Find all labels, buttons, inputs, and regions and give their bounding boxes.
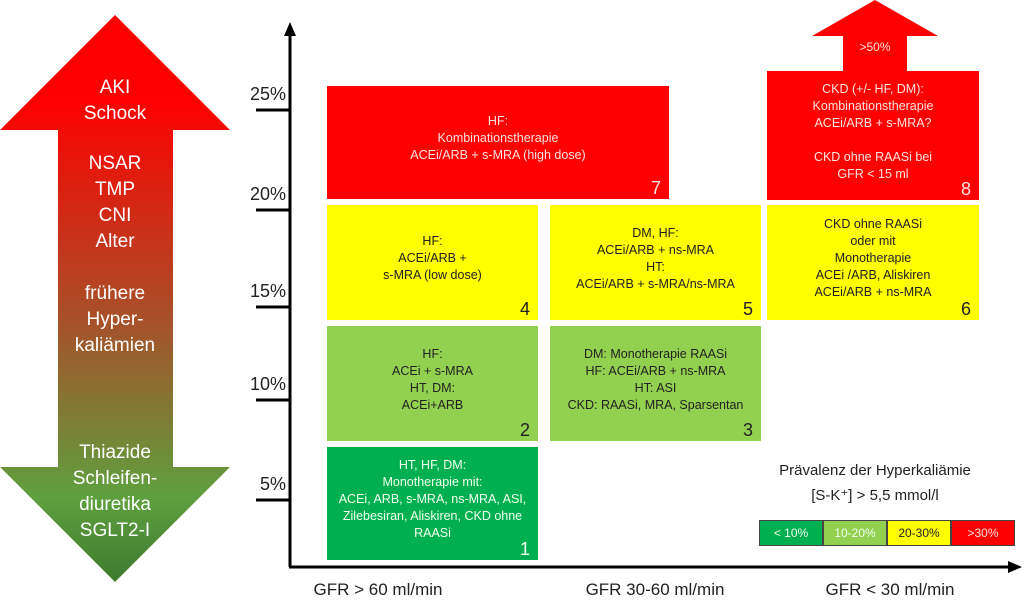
arrow-line: TMP	[94, 179, 136, 200]
box-text-line: RAASi	[414, 526, 451, 540]
left-arrow-down-text: Thiazide Schleifen- diuretika SGLT2-I	[30, 440, 200, 544]
arrow-line: Hyper-	[86, 309, 144, 330]
legend-subtitle: [S-K⁺] > 5,5 mmol/l	[811, 487, 939, 504]
y-axis-arrowhead	[284, 22, 296, 36]
arrow-line: Schock	[83, 103, 147, 124]
box-text-line: HF:	[422, 346, 443, 361]
box-number: 4	[519, 299, 530, 319]
box-text-line: Monotherapie mit:	[382, 475, 483, 489]
box-number: 2	[519, 420, 530, 440]
box-4: HF: ACEi/ARB + s-MRA (low dose) 4	[327, 205, 538, 320]
y-tick-label: 25%	[249, 84, 286, 104]
arrow-line: kaliämien	[74, 335, 156, 356]
top-arrow-label: >50%	[859, 40, 891, 54]
legend-title: Prävalenz der Hyperkaliämie [S-K⁺] > 5,5…	[740, 458, 1010, 508]
top-arrow-shape	[812, 0, 938, 72]
box-text-line: HT: ASI	[634, 380, 677, 395]
box-text-line: DM, HF:	[632, 225, 679, 240]
legend-item: 20-30%	[887, 520, 951, 546]
arrow-line: frühere	[84, 283, 146, 304]
box-text-line: ACEi, ARB, s-MRA, ns-MRA, ASI,	[338, 492, 527, 506]
box-text-line: Kombinationstherapie	[812, 98, 934, 113]
box-2: HF: ACEi + s-MRA HT, DM: ACEi+ARB 2	[327, 326, 538, 441]
box-text-line: ACEi/ARB + ns-MRA	[596, 242, 715, 257]
box-text-line: HT, HF, DM:	[398, 458, 467, 472]
arrow-line: Thiazide	[79, 442, 151, 463]
left-arrow-up-text: AKI Schock NSAR TMP CNI Alter frühere Hy…	[30, 75, 200, 359]
y-tick-label: 20%	[249, 184, 286, 204]
box-text-line: GFR < 15 ml	[837, 166, 909, 181]
box-text-line: ACEi + s-MRA	[392, 363, 473, 378]
box-number: 1	[519, 539, 530, 559]
box-text-line: CKD ohne RAASi	[824, 217, 922, 231]
box-text-line: HT, DM:	[409, 380, 456, 395]
arrow-line: diuretika	[79, 494, 151, 515]
box-number: 3	[742, 420, 753, 440]
box-text-line: Zilebesiran, Aliskiren, CKD ohne	[342, 509, 523, 523]
box-text-line: HF:	[487, 114, 509, 128]
risk-double-arrow	[0, 15, 230, 582]
box-text-line: HT:	[646, 259, 665, 274]
box-text-line: CKD: RAASi, MRA, Sparsentan	[567, 397, 744, 412]
x-label-gfr-over-60: GFR > 60 ml/min	[313, 580, 443, 599]
box-text-line: HF:	[422, 234, 443, 248]
x-axis-arrowhead	[1008, 561, 1022, 573]
box-text-line: HF: ACEi/ARB + ns-MRA	[585, 363, 726, 378]
arrow-line: NSAR	[88, 153, 142, 174]
y-ticks	[256, 108, 290, 502]
box-number: 5	[742, 299, 753, 319]
y-tick-label: 10%	[249, 374, 286, 394]
arrow-line: SGLT2-I	[79, 520, 151, 541]
box-number: 6	[960, 299, 971, 319]
x-label-gfr-30-60: GFR 30-60 ml/min	[585, 580, 725, 599]
box-text-line: s-MRA (low dose)	[383, 268, 482, 282]
box-text-line: ACEi/ARB + s-MRA (high dose)	[410, 148, 586, 162]
box-text-line: ACEi/ARB +	[398, 251, 467, 265]
box-text-line: ACEi/ARB + s-MRA?	[814, 115, 932, 130]
box-number: 8	[960, 179, 971, 199]
box-text-line: ACEi/ARB + ns-MRA	[814, 285, 932, 299]
y-tick-label: 5%	[259, 474, 286, 494]
arrow-line: CNI	[98, 205, 132, 226]
legend-item: 10-20%	[823, 520, 887, 546]
box-text-line: Monotherapie	[834, 251, 912, 265]
y-tick-label: 15%	[249, 281, 286, 301]
box-1: HT, HF, DM: Monotherapie mit: ACEi, ARB, s…	[327, 447, 538, 560]
box-text-line: ACEi/ARB + s-MRA/ns-MRA	[576, 276, 735, 291]
box-text-line: ACEi+ARB	[401, 397, 464, 412]
box-text-line: oder mit	[850, 234, 896, 248]
arrow-line: Schleifen-	[72, 468, 158, 489]
box-text-line: Kombinationstherapie	[437, 131, 559, 145]
legend-item: >30%	[951, 520, 1015, 546]
box-number: 7	[650, 178, 661, 198]
arrow-line: Alter	[95, 231, 135, 252]
box-text-line: ACEi /ARB, Aliskiren	[815, 268, 931, 282]
box-text-line: CKD (+/- HF, DM):	[822, 81, 924, 96]
box-5: DM, HF: ACEi/ARB + ns-MRA HT: ACEi/ARB + s-…	[550, 205, 761, 320]
box-text-line: CKD ohne RAASi bei	[813, 149, 933, 164]
legend-item: < 10%	[759, 520, 823, 546]
legend-title-text: Prävalenz der Hyperkaliämie	[779, 462, 971, 479]
x-label-gfr-under-30: GFR < 30 ml/min	[825, 580, 955, 599]
box-text-line: DM: Monotherapie RAASi	[583, 346, 728, 361]
arrow-line: AKI	[99, 77, 131, 98]
